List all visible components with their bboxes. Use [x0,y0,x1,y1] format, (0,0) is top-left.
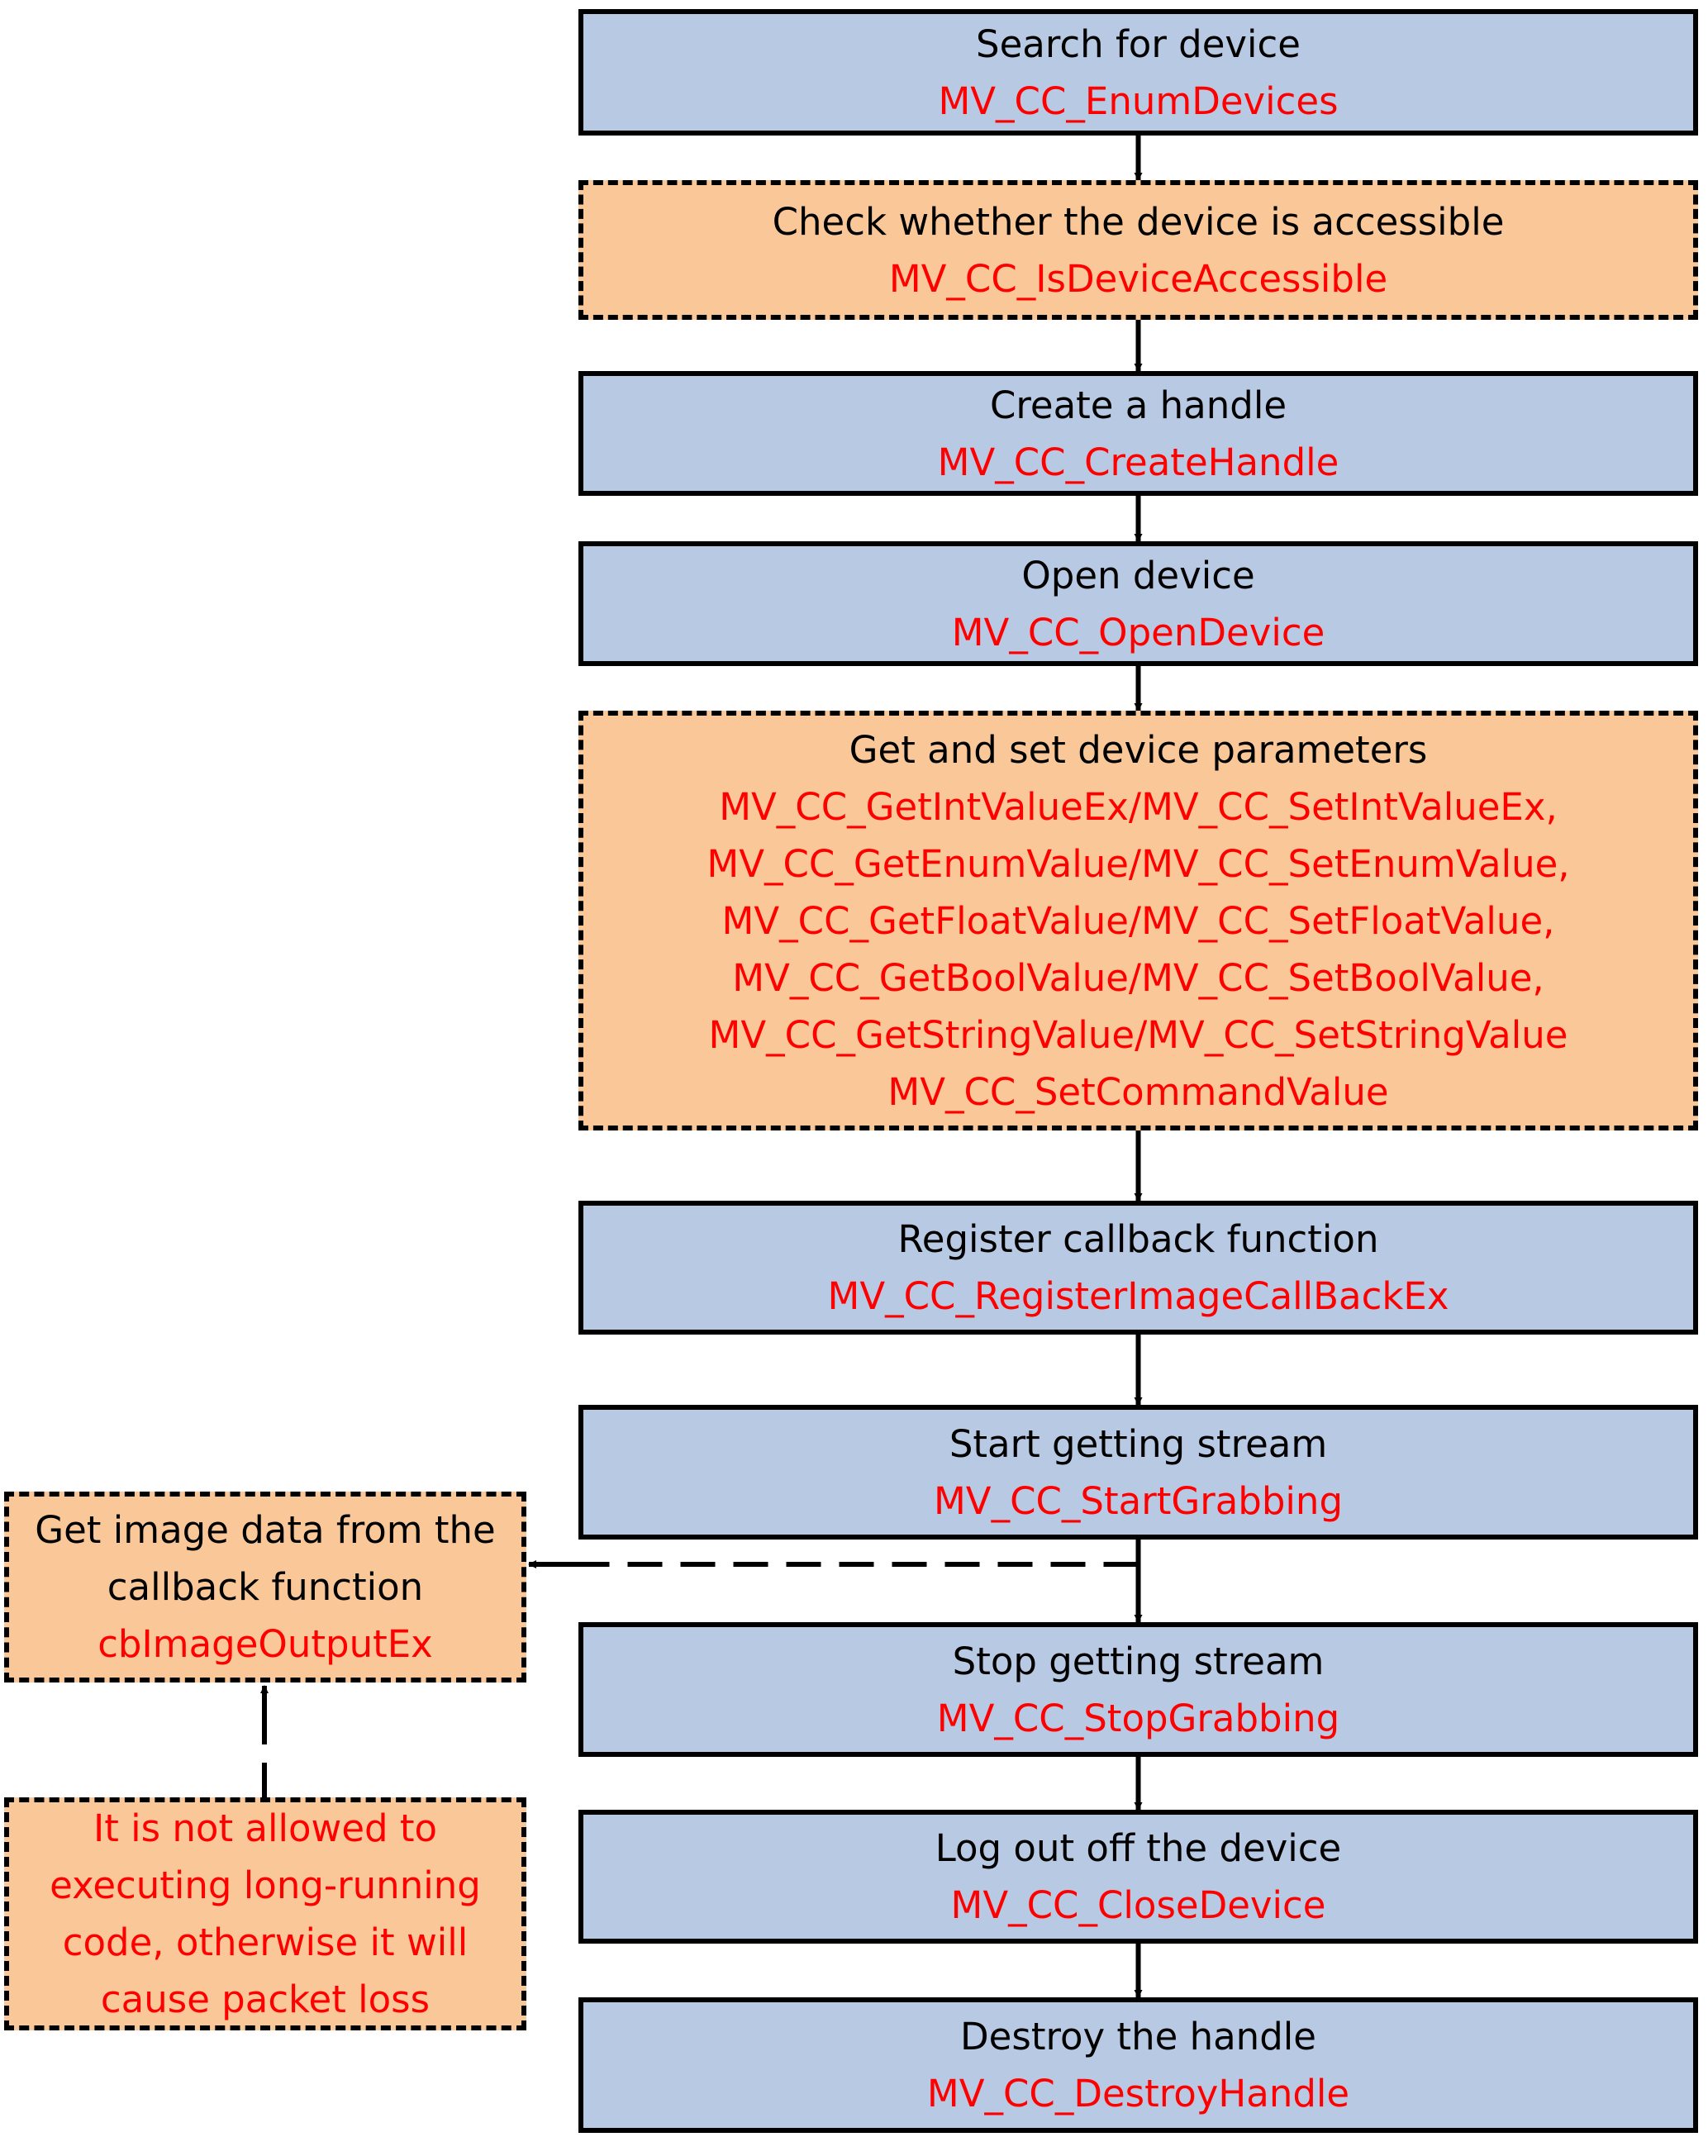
api-call: MV_CC_GetEnumValue/MV_CC_SetEnumValue, [707,841,1570,886]
step-title: Check whether the device is accessible [772,199,1505,244]
api-call: MV_CC_RegisterImageCallBackEx [827,1274,1449,1318]
api-call: MV_CC_IsDeviceAccessible [888,256,1388,301]
step-title: Open device [1021,553,1255,597]
note-text: cause packet loss [100,1978,431,2021]
step-title: Search for device [976,21,1301,66]
step-title: Register callback function [897,1217,1379,1261]
callback-title: callback function [107,1565,424,1609]
step-title: Get and set device parameters [849,727,1428,772]
api-call: MV_CC_CreateHandle [937,440,1339,484]
note-text: It is not allowed to [93,1806,438,1850]
api-call: MV_CC_EnumDevices [938,79,1339,123]
callback-box: Get image data from the callback function… [4,1492,526,1682]
api-call: MV_CC_GetIntValueEx/MV_CC_SetIntValueEx, [719,784,1558,829]
note-text: code, otherwise it will [62,1920,469,1964]
api-call: MV_CC_SetCommandValue [887,1069,1389,1114]
api-call: MV_CC_StartGrabbing [933,1478,1344,1523]
note-box: It is not allowed to executing long-runni… [4,1797,526,2030]
step-title: Start getting stream [949,1421,1328,1466]
step-title: Create a handle [989,383,1287,427]
api-call: MV_CC_GetFloatValue/MV_CC_SetFloatValue, [721,898,1555,943]
api-call: MV_CC_GetStringValue/MV_CC_SetStringValu… [708,1012,1568,1057]
note-text: executing long-running [50,1863,481,1907]
api-call: MV_CC_DestroyHandle [926,2072,1350,2116]
step-title: Destroy the handle [960,2015,1316,2058]
step-title: Log out off the device [935,1826,1342,1870]
callback-api: cbImageOutputEx [98,1622,433,1666]
step-title: Stop getting stream [952,1639,1325,1683]
api-call: MV_CC_GetBoolValue/MV_CC_SetBoolValue, [732,955,1544,1000]
callback-title: Get image data from the [35,1508,496,1552]
api-call: MV_CC_CloseDevice [950,1883,1326,1927]
api-call: MV_CC_StopGrabbing [936,1696,1340,1740]
api-call: MV_CC_OpenDevice [951,610,1325,654]
